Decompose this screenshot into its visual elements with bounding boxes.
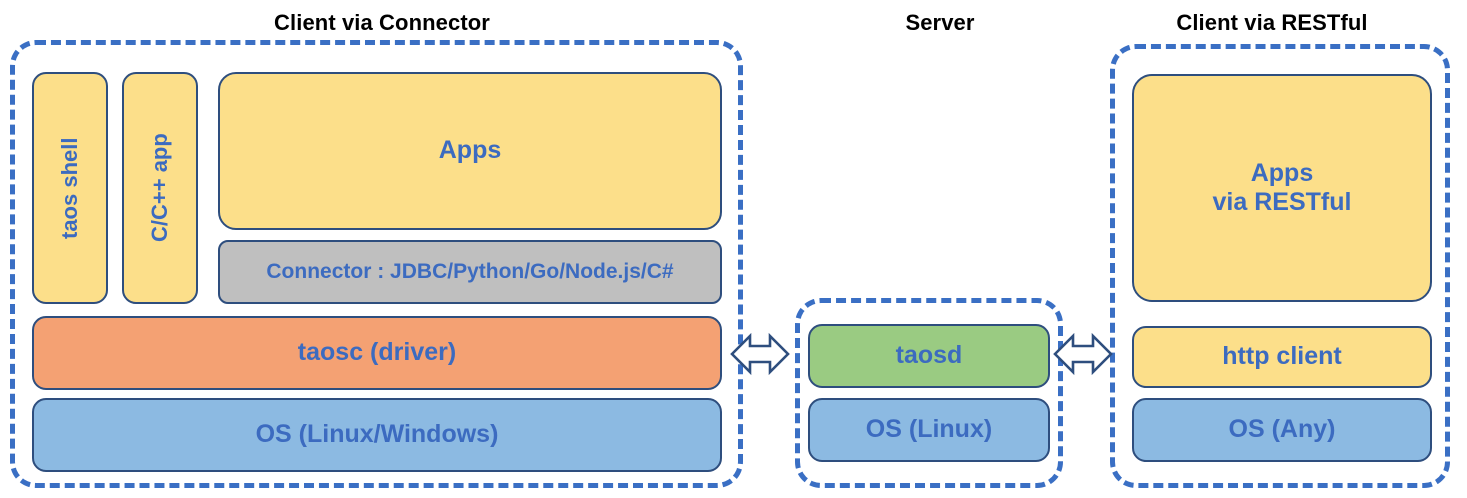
block-c-cpp-app: C/C++ app — [122, 72, 198, 304]
double-arrow-icon-server-to-restful — [1053, 325, 1113, 383]
block-apps: Apps — [218, 72, 722, 230]
section-heading-client-via-restful: Client via RESTful — [1176, 10, 1368, 35]
block-taosc-driver: taosc (driver) — [32, 316, 722, 390]
block-os-any: OS (Any) — [1132, 398, 1432, 462]
group-client-via-connector — [10, 40, 743, 488]
section-heading-client-via-connector: Client via Connector — [274, 10, 490, 35]
block-apps-via-restful-line2: via RESTful — [1212, 188, 1352, 216]
group-server — [795, 298, 1063, 488]
block-taosd: taosd — [808, 324, 1050, 388]
section-heading-server: Server — [905, 10, 975, 35]
block-os-linux: OS (Linux) — [808, 398, 1050, 462]
block-connector-libraries: Connector : JDBC/Python/Go/Node.js/C# — [218, 240, 722, 304]
double-arrow-icon-connector-to-server — [730, 325, 790, 383]
block-apps-via-restful-line1: Apps — [1250, 158, 1314, 187]
block-os-linux-windows: OS (Linux/Windows) — [32, 398, 722, 472]
block-apps-via-restful: Apps via RESTful — [1132, 74, 1432, 302]
block-http-client: http client — [1132, 326, 1432, 388]
block-taos-shell: taos shell — [32, 72, 108, 304]
group-client-via-restful — [1110, 44, 1450, 488]
